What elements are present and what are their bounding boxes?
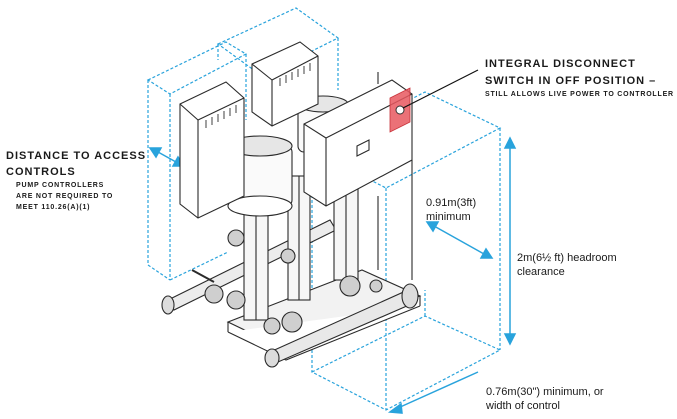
depth-arrow — [425, 221, 494, 259]
disconnect-label-line1: Integral disconnect — [485, 58, 636, 70]
access-label: Distance to access controls pump control… — [6, 150, 146, 211]
width-label-line2: width of control — [486, 400, 560, 412]
pump-skid — [161, 41, 422, 368]
disconnect-label-line3: still allows live power to controller — [485, 91, 674, 98]
depth-label: 0.91m(3ft) minimum — [426, 196, 476, 224]
access-label-line2: controls — [6, 166, 76, 178]
headroom-label-line1: 2m(6½ ft) headroom — [517, 252, 617, 264]
access-label-line1: Distance to access — [6, 150, 147, 162]
width-arrow — [387, 371, 479, 414]
disconnect-label-line2: switch in off position – — [485, 75, 657, 87]
disconnect-label: Integral disconnect switch in off positi… — [485, 58, 674, 98]
headroom-label-line2: clearance — [517, 266, 565, 278]
depth-label-line1: 0.91m(3ft) — [426, 197, 477, 209]
headroom-arrow — [503, 136, 517, 346]
left-clearance-box — [146, 41, 248, 281]
access-label-sub2: are not required to — [16, 193, 114, 200]
access-label-sub3: meet 110.26(a)(1) — [16, 204, 91, 211]
disconnect-switch-highlight — [389, 87, 411, 133]
access-distance-arrow — [148, 147, 186, 167]
width-label: 0.76m(30") minimum, or width of control — [486, 385, 604, 413]
middle-clearance-box — [216, 7, 340, 90]
headroom-label: 2m(6½ ft) headroom clearance — [517, 251, 617, 279]
disconnect-leader-line — [402, 69, 479, 109]
access-label-sub1: pump controllers — [16, 182, 105, 189]
depth-label-line2: minimum — [426, 211, 471, 223]
width-label-line1: 0.76m(30") minimum, or — [486, 386, 604, 398]
